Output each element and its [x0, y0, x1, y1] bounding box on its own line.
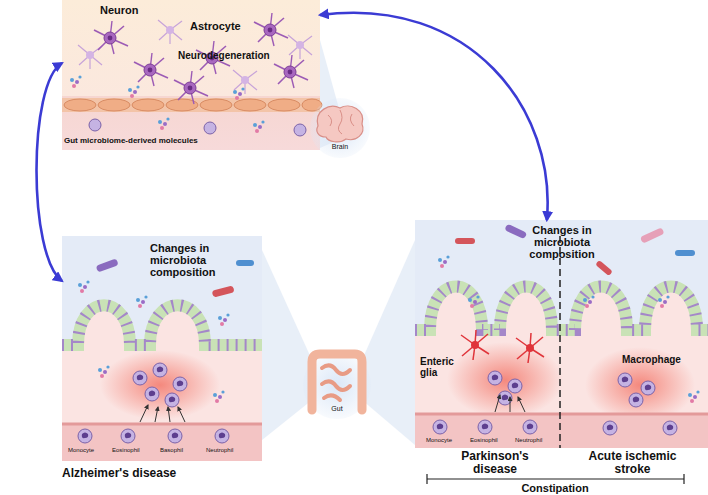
text-label: Neuron [100, 4, 160, 16]
constipation-bracket [426, 474, 427, 484]
text-label: Astrocyte [190, 20, 260, 32]
brain-icon [328, 110, 354, 134]
gut-icon [303, 351, 371, 419]
brain-panel: NeuronAstrocyteNeurodegenerationGut micr… [62, 0, 320, 150]
text-label: Neutrophil [206, 447, 250, 454]
text-label: Acute ischemic stroke [580, 450, 685, 476]
curved-arrow [320, 13, 548, 220]
projection-wedge [320, 40, 338, 148]
text-label: Changes in microbiota composition [150, 242, 260, 278]
text-label: Enteric glia [420, 356, 470, 378]
text-label: Alzheimer's disease [62, 467, 262, 480]
text-label: Constipation [505, 482, 605, 494]
gut-icon [303, 351, 371, 419]
brain-organ: Brain [310, 98, 370, 156]
text-label: Eosinophil [470, 437, 510, 444]
text-label: Gut [322, 405, 352, 413]
constipation-bracket [427, 478, 684, 479]
constipation-bracket [683, 474, 684, 484]
gut-panel: Changes in microbiota compositionEnteric… [415, 220, 708, 448]
gut-panel: Changes in microbiota compositionMonocyt… [62, 236, 262, 461]
gut-organ: Gut [302, 350, 374, 418]
gut-icon [322, 365, 350, 400]
brain-icon [317, 106, 363, 142]
text-label: Neurodegeneration [178, 50, 298, 61]
projection-wedge [262, 250, 312, 440]
projection-wedge [362, 240, 415, 445]
text-label: Eosinophil [112, 447, 152, 454]
text-label: Gut microbiome-derived molecules [64, 137, 264, 146]
text-label: Macrophage [622, 354, 702, 365]
text-label: Monocyte [426, 437, 466, 444]
text-label: Monocyte [68, 447, 108, 454]
text-label: Parkinson's disease [455, 450, 535, 476]
curved-arrow [37, 63, 63, 281]
text-label: Changes in microbiota composition [510, 224, 614, 260]
gut-icon [312, 354, 362, 410]
text-label: Neutrophil [515, 437, 559, 444]
text-label: Brain [323, 143, 357, 151]
text-label: Basophil [160, 447, 200, 454]
